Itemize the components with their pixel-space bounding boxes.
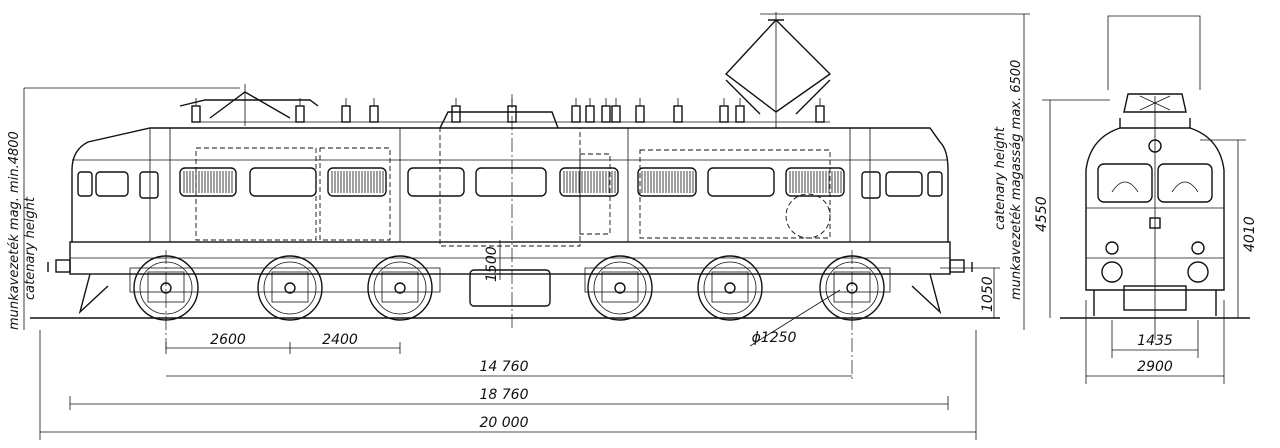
wheel bbox=[587, 255, 653, 321]
dim-body-length: 18 760 bbox=[480, 387, 529, 403]
roof-insulators bbox=[191, 98, 825, 123]
insulator bbox=[735, 105, 745, 123]
front-pantograph bbox=[1119, 93, 1191, 128]
dim-body-height-side: 4550 bbox=[1034, 196, 1050, 232]
front-buffer-right bbox=[1187, 261, 1209, 283]
wheel bbox=[697, 255, 763, 321]
bogie-frame bbox=[129, 267, 441, 293]
cab-door-window-left bbox=[139, 171, 159, 199]
headlight-right bbox=[1191, 241, 1205, 255]
insulator bbox=[815, 105, 825, 123]
wheel-hub bbox=[614, 282, 626, 294]
center-equipment bbox=[469, 269, 551, 307]
wheel-rim bbox=[263, 261, 317, 315]
roof-hood bbox=[439, 111, 559, 129]
cab-window-left-1 bbox=[77, 171, 93, 197]
side-view bbox=[30, 12, 1000, 380]
front-window-right bbox=[1157, 163, 1213, 203]
wheel-hub bbox=[284, 282, 296, 294]
label-catenary-min-hu: munkavezeték mag. min.4800 bbox=[7, 131, 22, 330]
dim-length-over-buffers: 20 000 bbox=[480, 415, 529, 431]
insulator bbox=[601, 105, 611, 123]
wheel-hub bbox=[724, 282, 736, 294]
insulator bbox=[295, 105, 305, 123]
wheel bbox=[257, 255, 323, 321]
cab-window-right-1 bbox=[927, 171, 943, 197]
insulator bbox=[341, 105, 351, 123]
dim-buffer-height: 1050 bbox=[980, 276, 996, 312]
insulator bbox=[611, 105, 621, 123]
cab-door-window-right bbox=[861, 171, 881, 199]
dim-body-height-front: 4010 bbox=[1242, 216, 1258, 252]
wheel-rim bbox=[593, 261, 647, 315]
front-emblem bbox=[1149, 217, 1161, 229]
insulator bbox=[191, 105, 201, 123]
cab-window-left-2 bbox=[95, 171, 129, 197]
dim-bogie-center-height: 1500 bbox=[484, 246, 500, 282]
front-window-left bbox=[1097, 163, 1153, 203]
buffer-right bbox=[949, 259, 965, 273]
insulator bbox=[673, 105, 683, 123]
axle-box bbox=[601, 271, 639, 303]
wheel bbox=[819, 255, 885, 321]
dim-axle-spacing-1: 2600 bbox=[210, 332, 246, 348]
pantograph-1-lowered bbox=[179, 84, 319, 126]
bogie-frame bbox=[584, 267, 891, 293]
insulator bbox=[585, 105, 595, 123]
side-dimensions bbox=[23, 13, 1030, 440]
wheel bbox=[133, 255, 199, 321]
wheel-rim bbox=[703, 261, 757, 315]
axle-box bbox=[381, 271, 419, 303]
wheel-rim bbox=[373, 261, 427, 315]
insulator bbox=[369, 105, 379, 123]
pantograph-2-raised bbox=[724, 12, 832, 128]
wheel-hub bbox=[394, 282, 406, 294]
cab-window-right-2 bbox=[885, 171, 923, 197]
label-catenary-height-right: catenary height bbox=[993, 126, 1008, 230]
front-coupler-box bbox=[1123, 285, 1187, 311]
front-buffer-left bbox=[1101, 261, 1123, 283]
insulator bbox=[571, 105, 581, 123]
axle-box bbox=[711, 271, 749, 303]
dim-bogie-pivot-distance: 14 760 bbox=[480, 359, 529, 375]
plough-left bbox=[78, 273, 109, 315]
front-view bbox=[1042, 15, 1250, 384]
insulator bbox=[719, 105, 729, 123]
headlight-left bbox=[1105, 241, 1119, 255]
insulator bbox=[451, 105, 461, 123]
plough-right bbox=[911, 273, 942, 315]
wheel bbox=[367, 255, 433, 321]
dim-axle-spacing-2: 2400 bbox=[322, 332, 358, 348]
axle-box bbox=[271, 271, 309, 303]
buffer-left bbox=[55, 259, 71, 273]
bogie-wheels bbox=[129, 255, 891, 321]
label-catenary-max-hu: munkavezeték magasság max. 6500 bbox=[1009, 60, 1024, 300]
insulator bbox=[635, 105, 645, 123]
dim-vehicle-width: 2900 bbox=[1137, 359, 1173, 375]
label-catenary-height-left: catenary height bbox=[23, 196, 38, 300]
side-grilles bbox=[179, 167, 845, 197]
dim-wheel-diameter: ϕ1250 bbox=[752, 330, 797, 346]
dim-track-gauge: 1435 bbox=[1137, 333, 1173, 349]
